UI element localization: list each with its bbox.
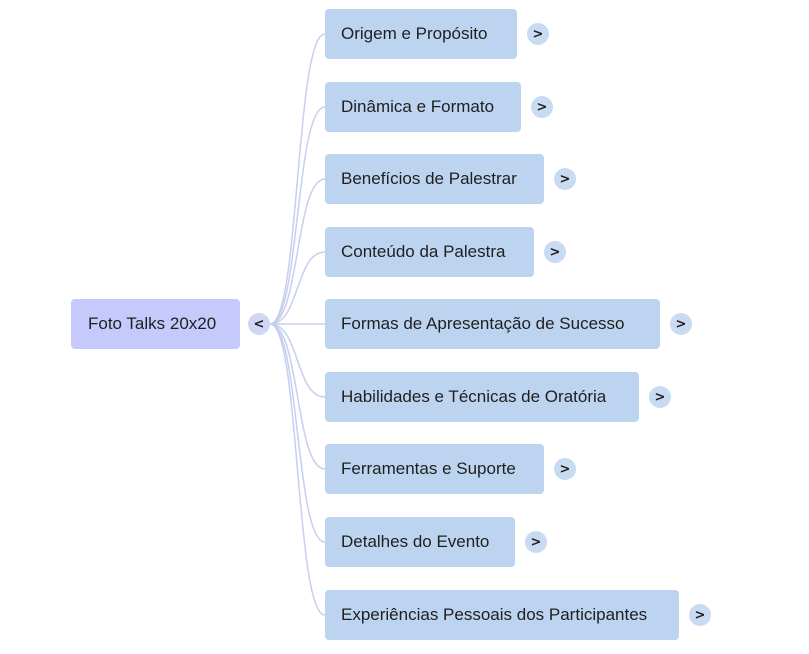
expand-toggle[interactable]: >: [554, 168, 576, 190]
child-node-label: Origem e Propósito: [341, 24, 488, 43]
chevron-right-icon: >: [654, 389, 666, 405]
child-node-label: Dinâmica e Formato: [341, 97, 495, 116]
chevron-right-icon: >: [675, 316, 687, 332]
child-node-label: Benefícios de Palestrar: [341, 169, 517, 188]
chevron-right-icon: >: [559, 461, 571, 477]
branch-connector: [269, 323, 326, 543]
child-node[interactable]: Habilidades e Técnicas de Oratória: [325, 372, 639, 422]
branch-connector: [269, 323, 326, 470]
root-node-label: Foto Talks 20x20: [88, 314, 217, 333]
branch-connector: [269, 106, 326, 325]
expand-toggle[interactable]: >: [544, 241, 566, 263]
chevron-right-icon: >: [549, 244, 561, 260]
child-node[interactable]: Dinâmica e Formato: [325, 82, 521, 132]
child-node[interactable]: Formas de Apresentação de Sucesso: [325, 299, 660, 349]
chevron-right-icon: >: [532, 26, 544, 42]
child-node-label: Conteúdo da Palestra: [341, 242, 506, 261]
child-node-label: Ferramentas e Suporte: [341, 459, 516, 478]
branch-connector: [269, 323, 326, 398]
chevron-right-icon: >: [530, 534, 542, 550]
root-node[interactable]: Foto Talks 20x20: [71, 299, 240, 349]
branch-connector: [269, 323, 326, 616]
child-node[interactable]: Experiências Pessoais dos Participantes: [325, 590, 679, 640]
expand-toggle[interactable]: >: [531, 96, 553, 118]
collapse-toggle[interactable]: <: [248, 313, 270, 335]
branch-connector: [269, 178, 326, 325]
child-node[interactable]: Ferramentas e Suporte: [325, 444, 544, 494]
child-node[interactable]: Origem e Propósito: [325, 9, 517, 59]
child-node-label: Detalhes do Evento: [341, 532, 490, 551]
child-node[interactable]: Benefícios de Palestrar: [325, 154, 544, 204]
expand-toggle[interactable]: >: [689, 604, 711, 626]
branch-connector: [269, 33, 326, 325]
chevron-right-icon: >: [536, 99, 548, 115]
child-node[interactable]: Detalhes do Evento: [325, 517, 515, 567]
child-node-label: Habilidades e Técnicas de Oratória: [341, 387, 607, 406]
expand-toggle[interactable]: >: [554, 458, 576, 480]
chevron-right-icon: >: [694, 607, 706, 623]
expand-toggle[interactable]: >: [527, 23, 549, 45]
child-node-label: Formas de Apresentação de Sucesso: [341, 314, 625, 333]
expand-toggle[interactable]: >: [649, 386, 671, 408]
chevron-left-icon: <: [253, 316, 265, 332]
branch-connector: [269, 251, 326, 325]
child-node-label: Experiências Pessoais dos Participantes: [341, 605, 648, 624]
expand-toggle[interactable]: >: [670, 313, 692, 335]
chevron-right-icon: >: [559, 171, 571, 187]
child-node[interactable]: Conteúdo da Palestra: [325, 227, 534, 277]
expand-toggle[interactable]: >: [525, 531, 547, 553]
